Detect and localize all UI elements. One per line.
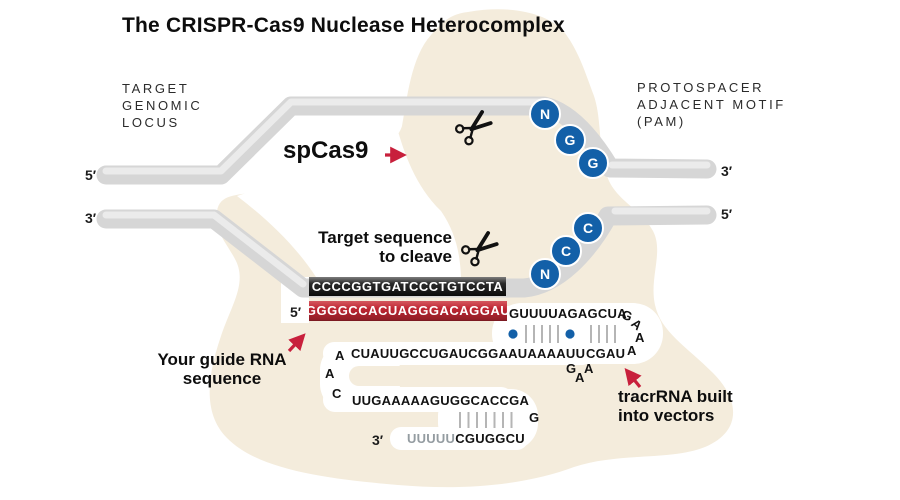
dna-target-sequence-bar: CCCCGGTGATCCCTGTCCTA [309,277,506,296]
guide-rna-sequence-bar: GGGGCCACUAGGGACAGGAU [305,301,511,320]
left-bend-nt-3: C [332,386,342,401]
bulge-nt-2: A [575,370,585,385]
rna-3-prime-label: 3′ [372,432,384,448]
pam-circle-g1: G [564,132,576,148]
complement-circle-c1: C [560,243,572,259]
pam-circles [529,98,609,290]
rna-row2-right-sequence: CGAU [586,346,626,361]
left-bend-nt-1: A [335,348,345,363]
rna-row2-sequence: CUAUUGCCUGAUCGGAAUAAAAUU [351,346,586,361]
right-bend-nt-3: A [635,330,645,345]
rna-row4-sequence: UUUUUCGUGGCU [407,431,525,446]
bulge-nt-3: A [584,361,594,376]
scissors-icon-top [455,110,493,146]
target-sequence-label: Target sequence to cleave [318,228,452,266]
rna-row3-sequence: UUGAAAAAGUGGCACCGA [352,393,530,408]
tracr-rna-label: tracrRNA built into vectors [618,387,733,425]
guide-5-prime-label: 5′ [290,304,302,320]
pointer-arrows [287,146,642,389]
left-5-prime-label: 5′ [85,167,97,183]
bulge-nt-1: G [566,361,577,376]
complement-circle-c2: C [582,220,594,236]
rna-row4-poly-u: UUUUU [407,431,456,446]
guide-rna-label: Your guide RNA sequence [157,350,287,388]
pam-circle-n: N [539,106,551,122]
pam-circle-g2: G [587,155,599,171]
rna-row1-sequence: GUUUUAGAGCUA [509,306,627,321]
scissors-icon-bottom [461,231,499,267]
base-pairing-marks [459,325,616,428]
rna-tube-background [320,303,663,450]
rna-row4-stem: CGUGGCU [455,431,525,446]
complement-circle-n: N [539,266,551,282]
left-3-prime-label: 3′ [85,210,97,226]
right-3-prime-label: 3′ [721,163,733,179]
tracr-arrow [624,368,642,389]
right-bend-nt-4: A [627,343,637,358]
pam-label: PROTOSPACER ADJACENT MOTIF (PAM) [637,80,786,129]
left-bend-nt-2: A [325,366,335,381]
right-5-prime-label: 5′ [721,206,733,222]
page-title: The CRISPR-Cas9 Nuclease Heterocomplex [122,14,565,37]
guide-rna-arrow [287,333,306,353]
target-genomic-locus-label: TARGET GENOMIC LOCUS [122,81,203,130]
spcas9-label: spCas9 [283,137,369,164]
bottom-bend-nt: G [529,410,540,425]
